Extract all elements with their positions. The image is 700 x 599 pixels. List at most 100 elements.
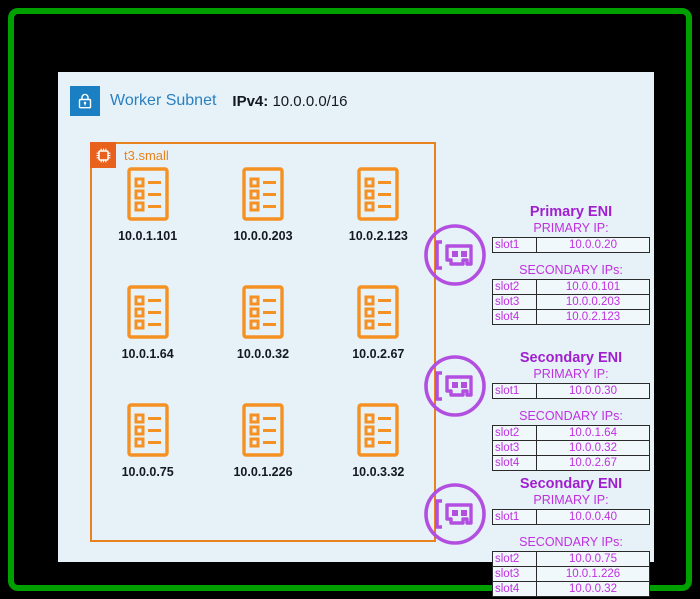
table-row: slot4 10.0.2.123	[492, 309, 650, 325]
primary-ip-table: slot1 10.0.0.20	[492, 237, 650, 253]
pod-document-icon	[240, 402, 286, 458]
worker-subnet-panel: Worker Subnet IPv4: 10.0.0.0/16	[58, 72, 654, 597]
pod-ip: 10.0.1.64	[121, 347, 174, 361]
pod-row: 10.0.0.75	[90, 402, 436, 512]
network-interface-card-icon[interactable]	[422, 353, 488, 419]
table-row: slot2 10.0.0.75	[492, 551, 650, 567]
pod-ip: 10.0.2.123	[348, 229, 408, 243]
instance-label: t3.small	[124, 147, 169, 163]
pod-row: 10.0.1.101	[90, 166, 436, 276]
eni-panel: Secondary ENI PRIMARY IP: slot1 10.0.0.4…	[492, 476, 650, 597]
slot-label: slot3	[492, 294, 537, 310]
subnet-title: Worker Subnet	[110, 92, 217, 109]
pod-ip: 10.0.0.203	[233, 229, 293, 243]
ipv4-label: IPv4:	[232, 92, 269, 110]
ip-value: 10.0.0.75	[536, 551, 650, 567]
subnet-ipv4: IPv4: 10.0.0.0/16	[232, 93, 347, 110]
ip-value: 10.0.0.32	[536, 581, 650, 597]
slot-label: slot2	[492, 551, 537, 567]
network-interface-card-icon[interactable]	[422, 222, 488, 288]
spacer	[492, 253, 650, 262]
ip-value: 10.0.0.40	[536, 509, 650, 525]
secondary-ip-table: slot2 10.0.0.101 slot3 10.0.0.203 slot4 …	[492, 279, 650, 325]
pod-document-icon	[355, 402, 401, 458]
pod-ip: 10.0.0.32	[236, 347, 290, 361]
ip-value: 10.0.1.64	[536, 425, 650, 441]
pod-document-icon	[240, 166, 286, 222]
secondary-ip-heading: SECONDARY IPs:	[519, 409, 623, 423]
table-row: slot2 10.0.0.101	[492, 279, 650, 295]
pod-row: 10.0.1.64	[90, 284, 436, 394]
table-row: slot4 10.0.2.67	[492, 455, 650, 471]
lock-icon	[70, 86, 100, 116]
ip-value: 10.0.0.203	[536, 294, 650, 310]
pod-cell[interactable]: 10.0.0.203	[213, 166, 313, 243]
table-row: slot3 10.0.0.203	[492, 294, 650, 310]
pod-ip: 10.0.1.101	[118, 229, 178, 243]
secondary-ip-table: slot2 10.0.1.64 slot3 10.0.0.32 slot4 10…	[492, 425, 650, 471]
secondary-ip-table: slot2 10.0.0.75 slot3 10.0.1.226 slot4 1…	[492, 551, 650, 597]
pod-document-icon	[125, 284, 171, 340]
secondary-ip-heading: SECONDARY IPs:	[519, 263, 623, 277]
pod-grid: 10.0.1.101	[90, 166, 436, 546]
table-row: slot3 10.0.1.226	[492, 566, 650, 582]
pod-cell[interactable]: 10.0.1.101	[98, 166, 198, 243]
eni-title: Primary ENI	[529, 204, 613, 220]
network-interface-card-icon[interactable]	[422, 481, 488, 547]
table-row: slot4 10.0.0.32	[492, 581, 650, 597]
table-row: slot1 10.0.0.40	[492, 509, 650, 525]
slot-label: slot4	[492, 581, 537, 597]
pod-document-icon	[125, 402, 171, 458]
eni-panel: Secondary ENI PRIMARY IP: slot1 10.0.0.3…	[492, 350, 650, 471]
slot-label: slot3	[492, 566, 537, 582]
slot-label: slot4	[492, 455, 537, 471]
spacer	[492, 399, 650, 408]
ipv4-value: 10.0.0.0/16	[272, 92, 348, 110]
subnet-header: Worker Subnet IPv4: 10.0.0.0/16	[70, 84, 348, 118]
pod-document-icon	[240, 284, 286, 340]
ip-value: 10.0.1.226	[536, 566, 650, 582]
ip-value: 10.0.0.30	[536, 383, 650, 399]
primary-ip-heading: PRIMARY IP:	[533, 221, 609, 235]
pod-document-icon	[125, 166, 171, 222]
ip-value: 10.0.0.20	[536, 237, 650, 253]
pod-ip: 10.0.3.32	[352, 465, 405, 479]
pod-ip: 10.0.1.226	[233, 465, 293, 479]
eni-title: Secondary ENI	[519, 350, 623, 366]
primary-ip-table: slot1 10.0.0.40	[492, 509, 650, 525]
eni-title: Secondary ENI	[519, 476, 623, 492]
slot-label: slot3	[492, 440, 537, 456]
pod-cell[interactable]: 10.0.2.67	[328, 284, 428, 361]
slot-label: slot1	[492, 509, 537, 525]
outer-frame: Worker Subnet IPv4: 10.0.0.0/16	[8, 8, 692, 597]
table-row: slot3 10.0.0.32	[492, 440, 650, 456]
pod-ip: 10.0.0.75	[121, 465, 174, 479]
pod-cell[interactable]: 10.0.2.123	[328, 166, 428, 243]
table-row: slot1 10.0.0.20	[492, 237, 650, 253]
cpu-chip-icon	[90, 142, 116, 168]
instance-box: t3.small	[90, 142, 436, 542]
instance-badge: t3.small	[90, 142, 169, 168]
slot-label: slot1	[492, 383, 537, 399]
secondary-ip-heading: SECONDARY IPs:	[519, 535, 623, 549]
table-row: slot2 10.0.1.64	[492, 425, 650, 441]
primary-ip-table: slot1 10.0.0.30	[492, 383, 650, 399]
slot-label: slot4	[492, 309, 537, 325]
pod-cell[interactable]: 10.0.1.64	[98, 284, 198, 361]
pod-cell[interactable]: 10.0.0.32	[213, 284, 313, 361]
pod-document-icon	[355, 284, 401, 340]
slot-label: slot2	[492, 279, 537, 295]
eni-panel: Primary ENI PRIMARY IP: slot1 10.0.0.20 …	[492, 204, 650, 325]
pod-cell[interactable]: 10.0.0.75	[98, 402, 198, 479]
pod-ip: 10.0.2.67	[352, 347, 405, 361]
ip-value: 10.0.0.101	[536, 279, 650, 295]
pod-cell[interactable]: 10.0.1.226	[213, 402, 313, 479]
ip-value: 10.0.0.32	[536, 440, 650, 456]
ip-value: 10.0.2.123	[536, 309, 650, 325]
slot-label: slot1	[492, 237, 537, 253]
pod-document-icon	[355, 166, 401, 222]
ip-value: 10.0.2.67	[536, 455, 650, 471]
pod-cell[interactable]: 10.0.3.32	[328, 402, 428, 479]
primary-ip-heading: PRIMARY IP:	[533, 493, 609, 507]
primary-ip-heading: PRIMARY IP:	[533, 367, 609, 381]
